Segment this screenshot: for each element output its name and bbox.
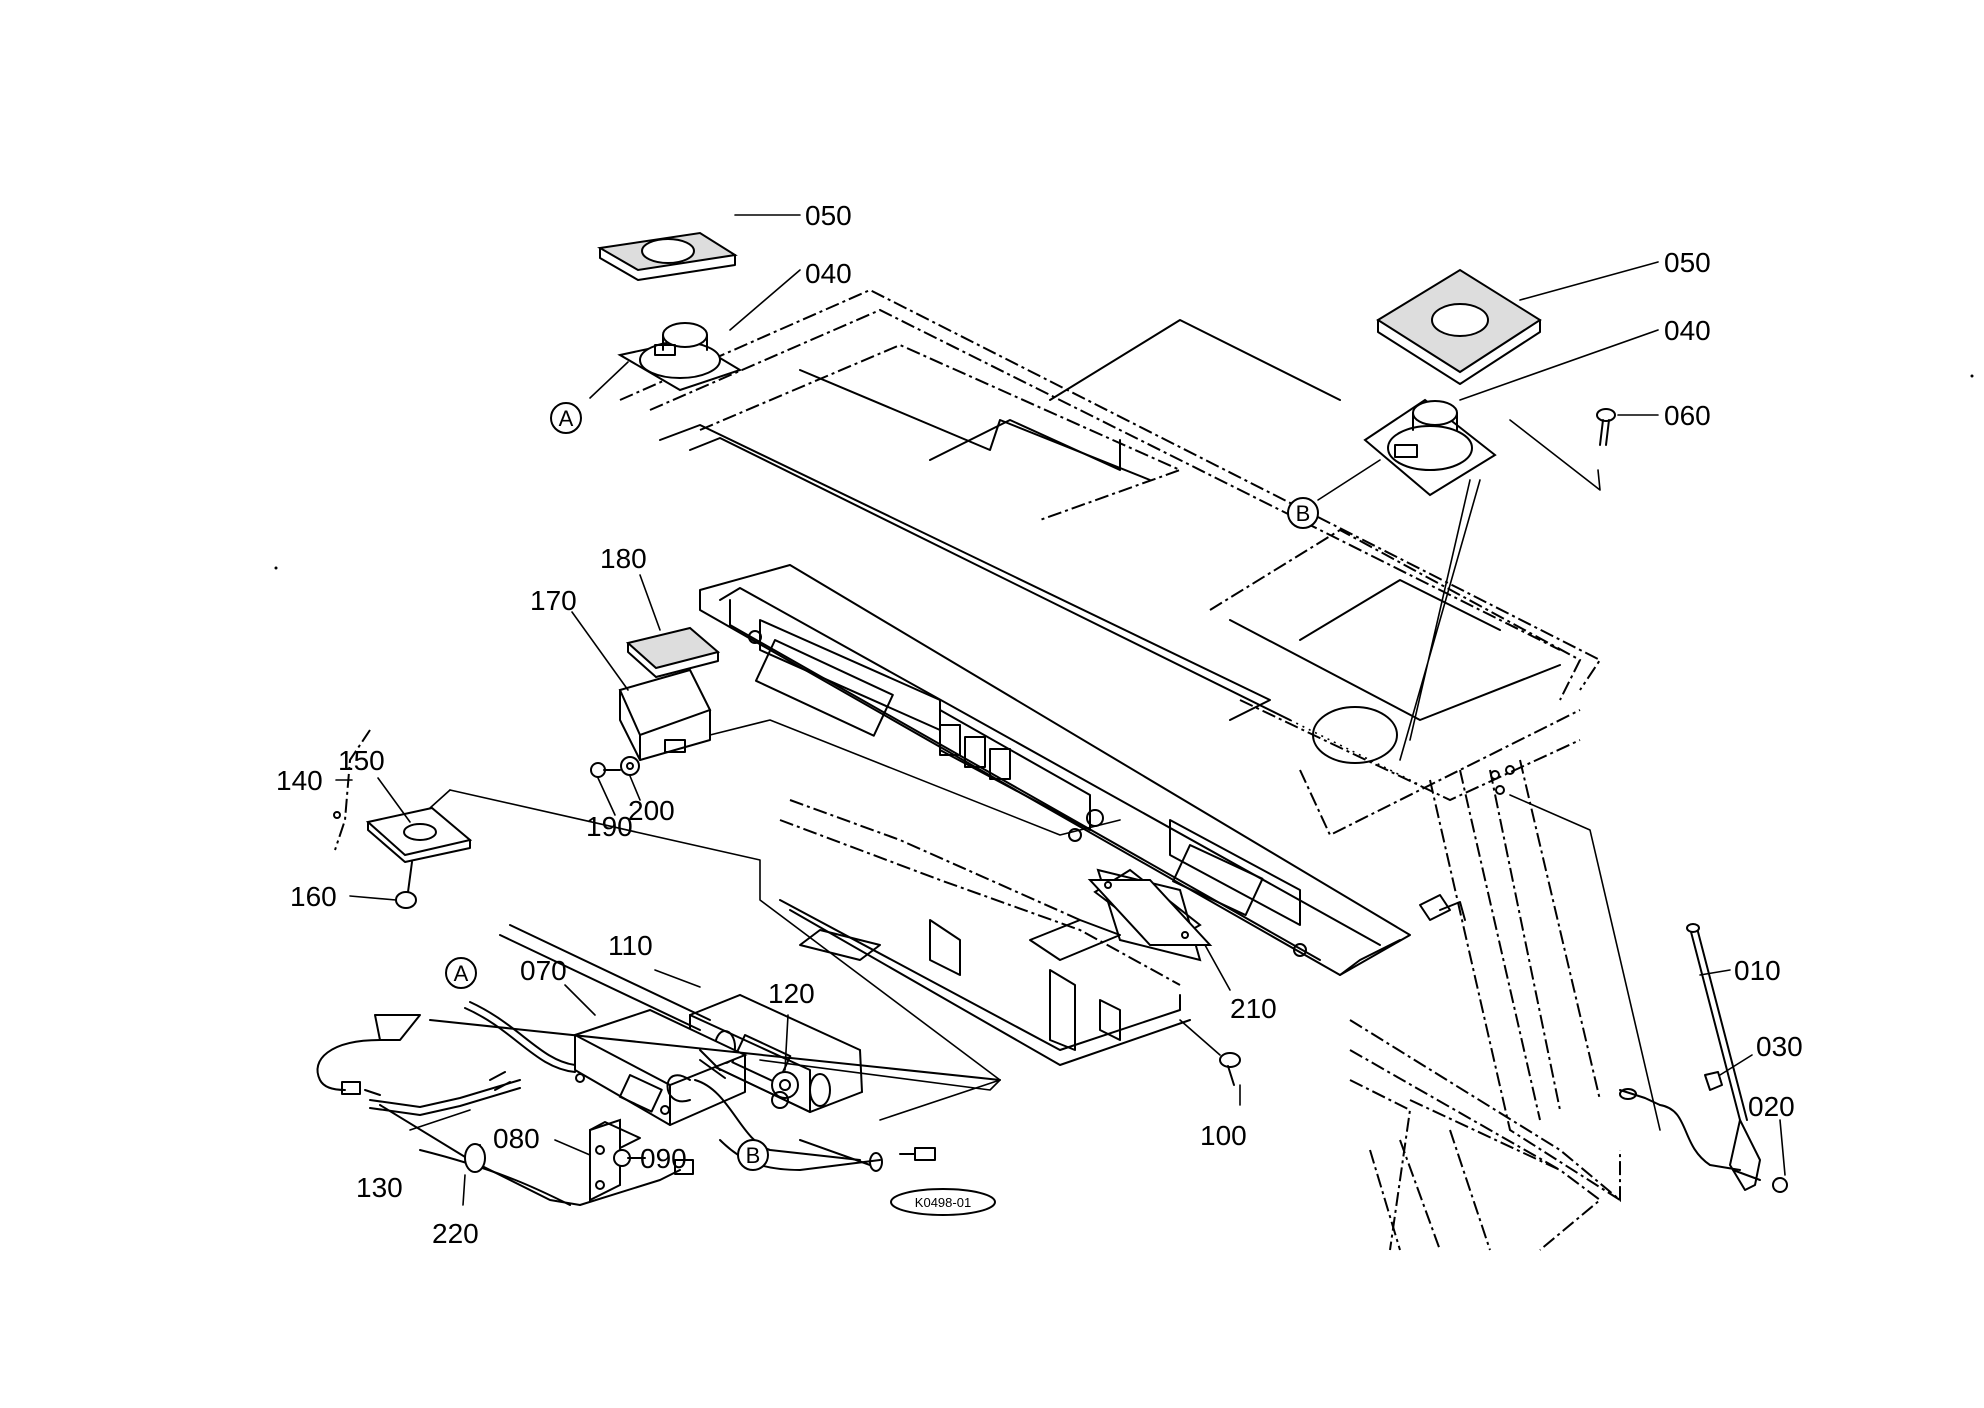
svg-text:B: B xyxy=(746,1143,761,1168)
svg-text:A: A xyxy=(559,406,574,431)
label-170: 170 xyxy=(530,585,577,616)
svg-text:B: B xyxy=(1296,501,1311,526)
label-040-left: 040 xyxy=(805,258,852,289)
label-160: 160 xyxy=(290,881,337,912)
bolt-090 xyxy=(613,1149,646,1167)
label-080: 080 xyxy=(493,1123,540,1154)
speaker-pad-right xyxy=(1376,261,1659,385)
speaker-right xyxy=(1317,329,1659,761)
roof-panel xyxy=(619,288,1602,837)
bolt-190-washer-200 xyxy=(590,756,641,816)
label-220: 220 xyxy=(432,1218,479,1249)
label-100: 100 xyxy=(1200,1120,1247,1151)
connector-b-top: B xyxy=(1287,497,1319,529)
cab-frame xyxy=(1349,759,1661,1251)
radio-console xyxy=(699,564,1466,976)
label-210: 210 xyxy=(1230,993,1277,1024)
label-050-left: 050 xyxy=(805,200,852,231)
conduit xyxy=(429,924,1001,1081)
mounting-tray xyxy=(779,799,1191,1066)
label-130: 130 xyxy=(356,1172,403,1203)
label-190: 190 xyxy=(586,811,633,842)
label-070: 070 xyxy=(520,955,567,986)
label-180: 180 xyxy=(600,543,647,574)
wiring-harness xyxy=(316,1001,936,1206)
label-010: 010 xyxy=(1734,955,1781,986)
label-050-right: 050 xyxy=(1664,247,1711,278)
screw-060 xyxy=(1509,408,1659,491)
speaker-pad-left xyxy=(597,214,801,281)
label-120: 120 xyxy=(768,978,815,1009)
bracket-150 xyxy=(333,729,1001,1121)
screw-160 xyxy=(349,861,417,909)
connector-a-top: A xyxy=(550,402,582,434)
plate-210 xyxy=(1087,868,1231,991)
svg-text:A: A xyxy=(454,961,469,986)
screw-100 xyxy=(1179,1019,1241,1106)
label-200: 200 xyxy=(628,795,675,826)
figure-code-badge: K0498-01 xyxy=(890,1188,996,1216)
label-140: 140 xyxy=(276,765,323,796)
connector-b-bottom: B xyxy=(737,1139,769,1171)
radio-unit-070 xyxy=(564,984,1001,1161)
svg-text:K0498-01: K0498-01 xyxy=(915,1195,971,1210)
speaker-left xyxy=(589,269,801,399)
bracket-080 xyxy=(554,1118,641,1202)
label-090: 090 xyxy=(640,1143,687,1174)
relay-box-170 xyxy=(571,611,1121,836)
label-150: 150 xyxy=(338,745,385,776)
stray-dot xyxy=(1970,374,1974,378)
label-040-right: 040 xyxy=(1664,315,1711,346)
pad-180 xyxy=(625,574,721,678)
antenna-assembly xyxy=(1619,923,1788,1193)
label-020: 020 xyxy=(1748,1091,1795,1122)
label-060: 060 xyxy=(1664,400,1711,431)
label-110: 110 xyxy=(608,930,653,961)
connector-a-bottom: A xyxy=(445,957,477,989)
label-030: 030 xyxy=(1756,1031,1803,1062)
stray-dot xyxy=(274,566,278,570)
